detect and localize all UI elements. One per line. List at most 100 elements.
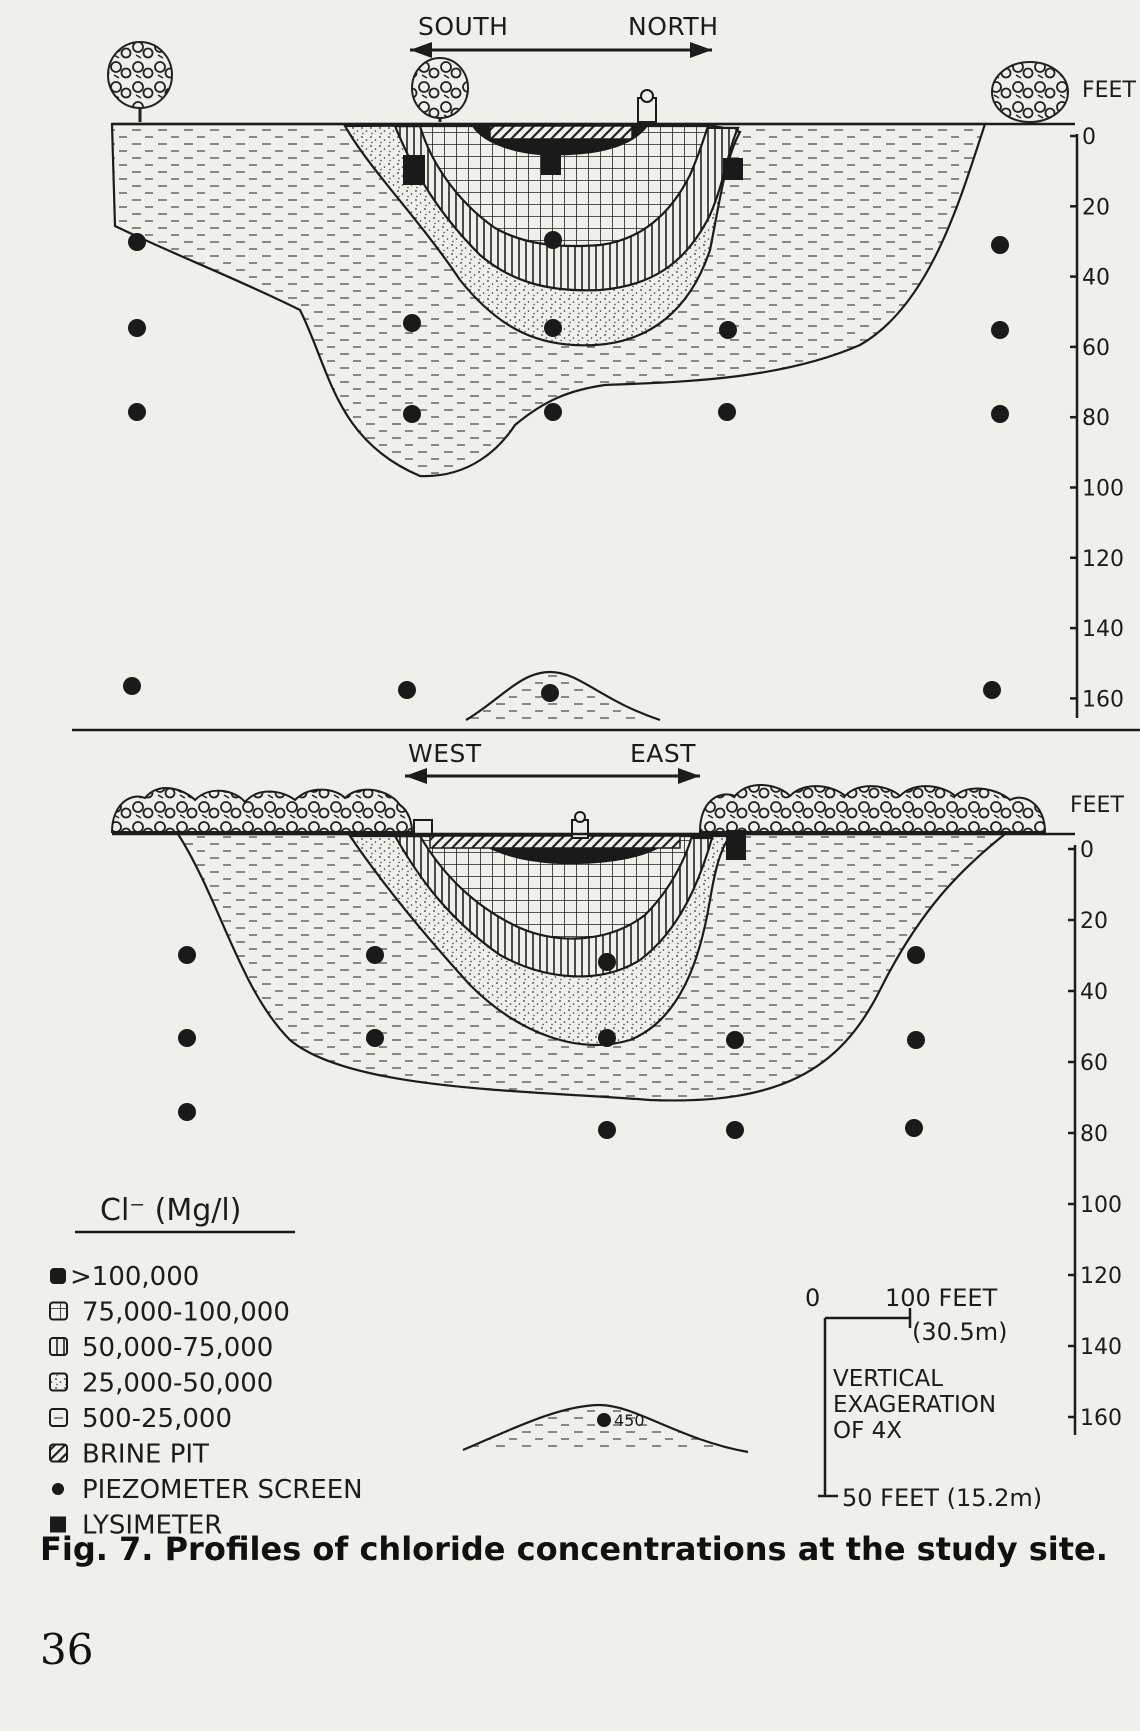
legend-swatch [49,1301,68,1321]
legend-item: PIEZOMETER SCREEN [52,1475,363,1505]
brine-pit-top [489,125,633,140]
depth-tick-label: 100 [1082,477,1124,502]
direction-label-west: WEST [408,739,482,768]
legend-label: 500-25,000 [82,1404,232,1434]
lysimeter [726,830,746,860]
depth-tick-label: 60 [1082,336,1110,361]
direction-label-east: EAST [630,739,696,768]
depth-tick-label: 140 [1082,617,1124,642]
deep-mound-bottom [462,1403,749,1454]
piezometer-screen [905,1119,923,1137]
scale-exaggeration-line-3: OF 4X [833,1418,902,1444]
depth-tick-label: 0 [1080,838,1094,863]
direction-arrow-bottom [405,768,700,784]
depth-tick-label: 0 [1082,125,1096,150]
piezometer-screen [718,403,736,421]
piezometer-screen [544,403,562,421]
piezometer-screen [991,236,1009,254]
figure-caption: Fig. 7. Profiles of chloride concentrati… [40,1530,1108,1568]
legend-label: LYSIMETER [82,1511,222,1541]
legend-swatch [52,1483,64,1495]
depth-tick-label: 140 [1080,1335,1122,1360]
legend-item: 25,000-50,000 [49,1369,273,1399]
piezometer-screen [726,1121,744,1139]
piezometer-screen [907,1031,925,1049]
piezometer-screen [178,1103,196,1121]
piezometer-screen [991,321,1009,339]
scale-horizontal-metric: (30.5m) [912,1318,1008,1346]
depth-tick-label: 60 [1080,1051,1108,1076]
direction-arrow-top [410,42,712,58]
tree-icon [411,57,469,122]
piezometer-screen [128,319,146,337]
depth-tick-label: 20 [1082,195,1110,220]
depth-tick-label: 160 [1080,1406,1122,1431]
depth-tick-label: 80 [1080,1122,1108,1147]
legend-label: 50,000-75,000 [82,1333,273,1363]
legend-label: PIEZOMETER SCREEN [82,1475,363,1505]
scale-zero: 0 [805,1284,820,1312]
tree-line-icon [698,783,1047,833]
tree-icon [991,61,1069,123]
deep-mound-top [465,670,661,722]
deep-mound-value: 450 [614,1411,645,1430]
legend-item: 75,000-100,000 [49,1298,290,1328]
piezometer-screen [403,405,421,423]
piezometer-screen [598,1029,616,1047]
legend: Cl⁻ (Mg/l) >100,000 75,000-100,000 50,000-… [49,1193,363,1541]
legend-swatch [49,1408,68,1427]
legend-item: BRINE PIT [49,1440,209,1470]
piezometer-screen [726,1031,744,1049]
depth-tick-label: 40 [1082,266,1110,291]
legend-label: 25,000-50,000 [82,1369,273,1399]
axis-unit-feet: FEET [1070,793,1124,818]
legend-swatch [50,1268,66,1284]
depth-tick-label: 120 [1080,1264,1122,1289]
piezometer-screen [598,953,616,971]
lysimeter [723,158,743,180]
depth-tick-label: 80 [1082,406,1110,431]
brine-pit-bottom [429,835,681,849]
piezometer-screen [128,403,146,421]
piezometer-screen [544,319,562,337]
axis-unit-feet: FEET [1082,78,1136,103]
legend-item: 50,000-75,000 [49,1333,273,1363]
piezometer-screen [991,405,1009,423]
tree-icon [107,41,173,122]
piezometer-screen [719,321,737,339]
legend-swatch [49,1337,68,1356]
plume-75000-100000-bottom [418,834,694,940]
tree-line-icon [110,787,414,833]
page-number: 36 [40,1625,94,1674]
legend-title: Cl⁻ (Mg/l) [100,1193,241,1228]
legend-label: 75,000-100,000 [82,1298,290,1328]
depth-tick-label: 40 [1080,980,1108,1005]
piezometer-screen [907,946,925,964]
piezometer-screen [541,684,559,702]
piezometer-screen [366,946,384,964]
depth-tick-label: 100 [1080,1193,1122,1218]
legend-item: 500-25,000 [49,1404,232,1434]
legend-item: >100,000 [50,1262,199,1292]
scale-horizontal-label: 100 FEET [885,1284,998,1312]
piezometer-screen [178,946,196,964]
piezometer-screen [128,233,146,251]
scale-vertical-label: 50 FEET (15.2m) [842,1484,1042,1512]
legend-item: LYSIMETER [50,1511,222,1541]
piezometer-screen [983,681,1001,699]
pump-icon [413,819,433,835]
scale-exaggeration-line-2: EXAGERATION [833,1392,996,1418]
scale-exaggeration-line-1: VERTICAL [833,1366,943,1392]
legend-swatch [49,1372,68,1392]
piezometer-screen [597,1413,611,1427]
depth-tick-label: 20 [1080,909,1108,934]
direction-label-south: SOUTH [418,12,508,41]
depth-axis-bottom: FEET 0 20 40 60 80 100 120 140 160 [1068,793,1124,1435]
piezometer-screen [403,314,421,332]
direction-label-north: NORTH [628,12,719,41]
piezometer-screen [598,1121,616,1139]
plume-75000-100000-top [418,124,710,248]
piezometer-screen [544,231,562,249]
